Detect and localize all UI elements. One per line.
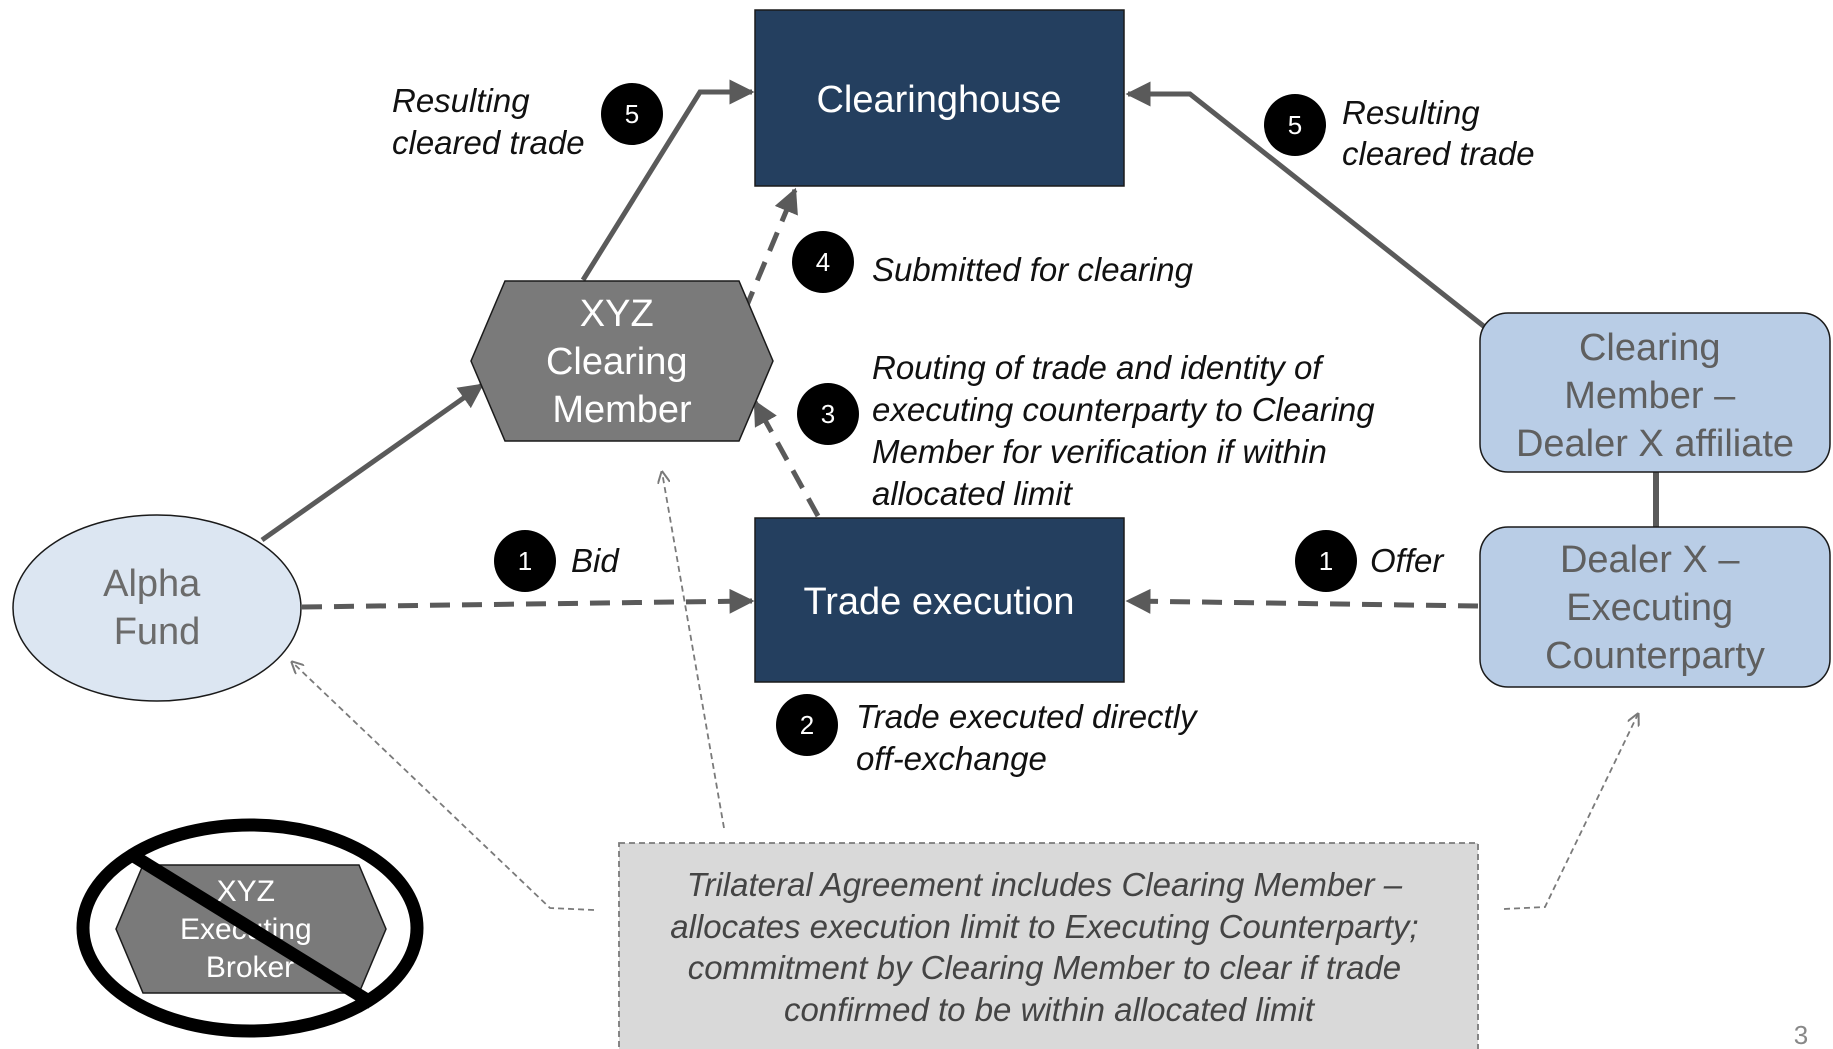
affiliate-line-2: Member – xyxy=(1564,375,1736,417)
trade-execution-node: Trade execution xyxy=(754,517,1125,683)
agreement-text: Trilateral Agreement includes Clearing M… xyxy=(670,866,1428,1028)
step-5-right-badge: 5 xyxy=(1264,94,1326,156)
dealer-x-line-3: Counterparty xyxy=(1545,635,1765,677)
submitted-text: Submitted for clearing xyxy=(872,251,1194,288)
offer-arrow xyxy=(1125,588,1479,614)
agreement-to-fund-pointer xyxy=(292,662,595,911)
agreement-to-dealer-pointer xyxy=(1503,714,1638,910)
xyz-clearing-member-line-2: Clearing xyxy=(546,341,688,383)
step-4-badge: 4 xyxy=(792,231,854,293)
cleared-trade-right-arrow xyxy=(1125,81,1488,330)
agreement-line-1: Trilateral Agreement includes Clearing M… xyxy=(687,866,1403,903)
bid-arrow xyxy=(301,588,755,614)
routing-line-3: Member for verification if within xyxy=(872,433,1327,470)
step-5-left-number: 5 xyxy=(625,99,639,129)
offer-line-1: Offer xyxy=(1370,542,1445,579)
step-1-offer-badge: 1 xyxy=(1295,530,1357,592)
trade-execution-label: Trade execution xyxy=(803,581,1074,623)
routing-arrow xyxy=(752,399,821,518)
routing-line-1: Routing of trade and identity of xyxy=(872,349,1325,386)
alpha-fund-line-2: Fund xyxy=(114,611,201,653)
prohibited-slash-icon xyxy=(128,849,376,1009)
step-4-number: 4 xyxy=(816,247,830,277)
dealer-x-label: Dealer X – Executing Counterparty xyxy=(1545,539,1765,677)
xyz-clearing-member-node: XYZ Clearing Member xyxy=(470,280,774,442)
alpha-fund-line-1: Alpha xyxy=(103,563,201,605)
cleared-trade-left-arrow xyxy=(580,79,755,282)
dealer-x-line-2: Executing xyxy=(1566,587,1733,629)
cleared-left-line-1: Resulting xyxy=(392,82,530,119)
clearinghouse-node: Clearinghouse xyxy=(754,9,1125,187)
step-1-bid-badge: 1 xyxy=(494,530,556,592)
step-1-offer-number: 1 xyxy=(1319,546,1333,576)
clearing-member-affiliate-node: Clearing Member – Dealer X affiliate xyxy=(1479,312,1831,473)
step-5-left-badge: 5 xyxy=(601,83,663,145)
executed-text: Trade executed directly off-exchange xyxy=(856,698,1206,777)
bid-text: Bid xyxy=(571,542,620,579)
dealer-x-node: Dealer X – Executing Counterparty xyxy=(1479,526,1831,688)
step-3-badge: 3 xyxy=(797,383,859,445)
xyz-clearing-member-label: XYZ Clearing Member xyxy=(546,293,698,431)
step-5-right-number: 5 xyxy=(1288,110,1302,140)
step-2-number: 2 xyxy=(800,710,814,740)
xyz-clearing-member-line-3: Member xyxy=(552,389,692,431)
step-2-badge: 2 xyxy=(776,694,838,756)
xyz-clearing-member-line-1: XYZ xyxy=(580,293,654,335)
page-number: 3 xyxy=(1794,1020,1808,1049)
bid-line-1: Bid xyxy=(571,542,620,579)
alpha-fund-node: Alpha Fund xyxy=(12,514,302,702)
agreement-line-4: confirmed to be within allocated limit xyxy=(784,991,1316,1028)
cleared-trade-left-text: Resulting cleared trade xyxy=(392,82,585,161)
submitted-line-1: Submitted for clearing xyxy=(872,251,1194,288)
step-1-bid-number: 1 xyxy=(518,546,532,576)
cleared-right-line-1: Resulting xyxy=(1342,94,1480,131)
dealer-x-line-1: Dealer X – xyxy=(1560,539,1740,581)
cleared-trade-right-text: Resulting cleared trade xyxy=(1342,94,1535,172)
broker-line-3: Broker xyxy=(206,951,294,984)
submitted-for-clearing-arrow xyxy=(742,187,798,311)
cleared-right-line-2: cleared trade xyxy=(1342,135,1535,172)
trilateral-agreement-box: Trilateral Agreement includes Clearing M… xyxy=(618,842,1479,1049)
cleared-left-line-2: cleared trade xyxy=(392,124,585,161)
agreement-line-2: allocates execution limit to Executing C… xyxy=(670,908,1418,945)
prohibited-circle-icon xyxy=(76,818,424,1038)
routing-text: Routing of trade and identity of executi… xyxy=(872,349,1384,512)
offer-text: Offer xyxy=(1370,542,1445,579)
agreement-line-3: commitment by Clearing Member to clear i… xyxy=(688,949,1401,986)
xyz-executing-broker-prohibited: XYZ Executing Broker xyxy=(76,818,424,1038)
affiliate-line-1: Clearing xyxy=(1579,327,1721,369)
broker-line-1: XYZ xyxy=(217,875,275,908)
agreement-to-clearing-member-pointer xyxy=(662,472,725,829)
clearing-member-affiliate-label: Clearing Member – Dealer X affiliate xyxy=(1516,327,1794,465)
executed-line-2: off-exchange xyxy=(856,740,1047,777)
routing-line-2: executing counterparty to Clearing xyxy=(872,391,1375,428)
clearinghouse-label: Clearinghouse xyxy=(816,79,1061,121)
affiliate-line-3: Dealer X affiliate xyxy=(1516,423,1794,465)
step-3-number: 3 xyxy=(821,399,835,429)
routing-line-4: allocated limit xyxy=(872,475,1074,512)
executed-line-1: Trade executed directly xyxy=(856,698,1199,735)
fund-to-clearing-member-arrow xyxy=(260,382,485,543)
alpha-fund-label: Alpha Fund xyxy=(103,563,211,653)
